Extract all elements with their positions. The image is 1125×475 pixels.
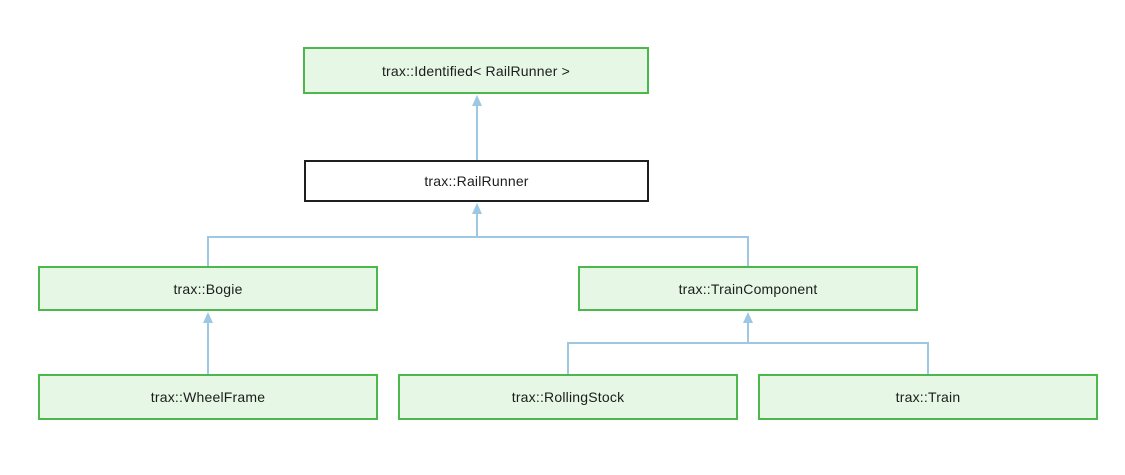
class-node-trax-rollingstock[interactable]: trax::RollingStock — [398, 374, 738, 420]
edge-traincomponent-to-railrunner — [477, 236, 749, 266]
edge-rollingstock-to-traincomponent — [567, 312, 753, 374]
class-node-trax-identified[interactable]: trax::Identified< RailRunner > — [303, 47, 649, 94]
class-node-trax-traincomponent[interactable]: trax::TrainComponent — [578, 266, 918, 311]
edge-train-to-traincomponent — [748, 342, 929, 374]
edge-railrunner-to-identified — [472, 95, 482, 160]
edge-bogie-to-railrunner — [207, 203, 482, 266]
class-node-trax-train[interactable]: trax::Train — [758, 374, 1098, 420]
class-node-trax-wheelframe[interactable]: trax::WheelFrame — [38, 374, 378, 420]
class-node-trax-bogie[interactable]: trax::Bogie — [38, 266, 378, 311]
class-node-trax-railrunner-current: trax::RailRunner — [304, 160, 649, 202]
edge-wheelframe-to-bogie — [203, 312, 213, 374]
